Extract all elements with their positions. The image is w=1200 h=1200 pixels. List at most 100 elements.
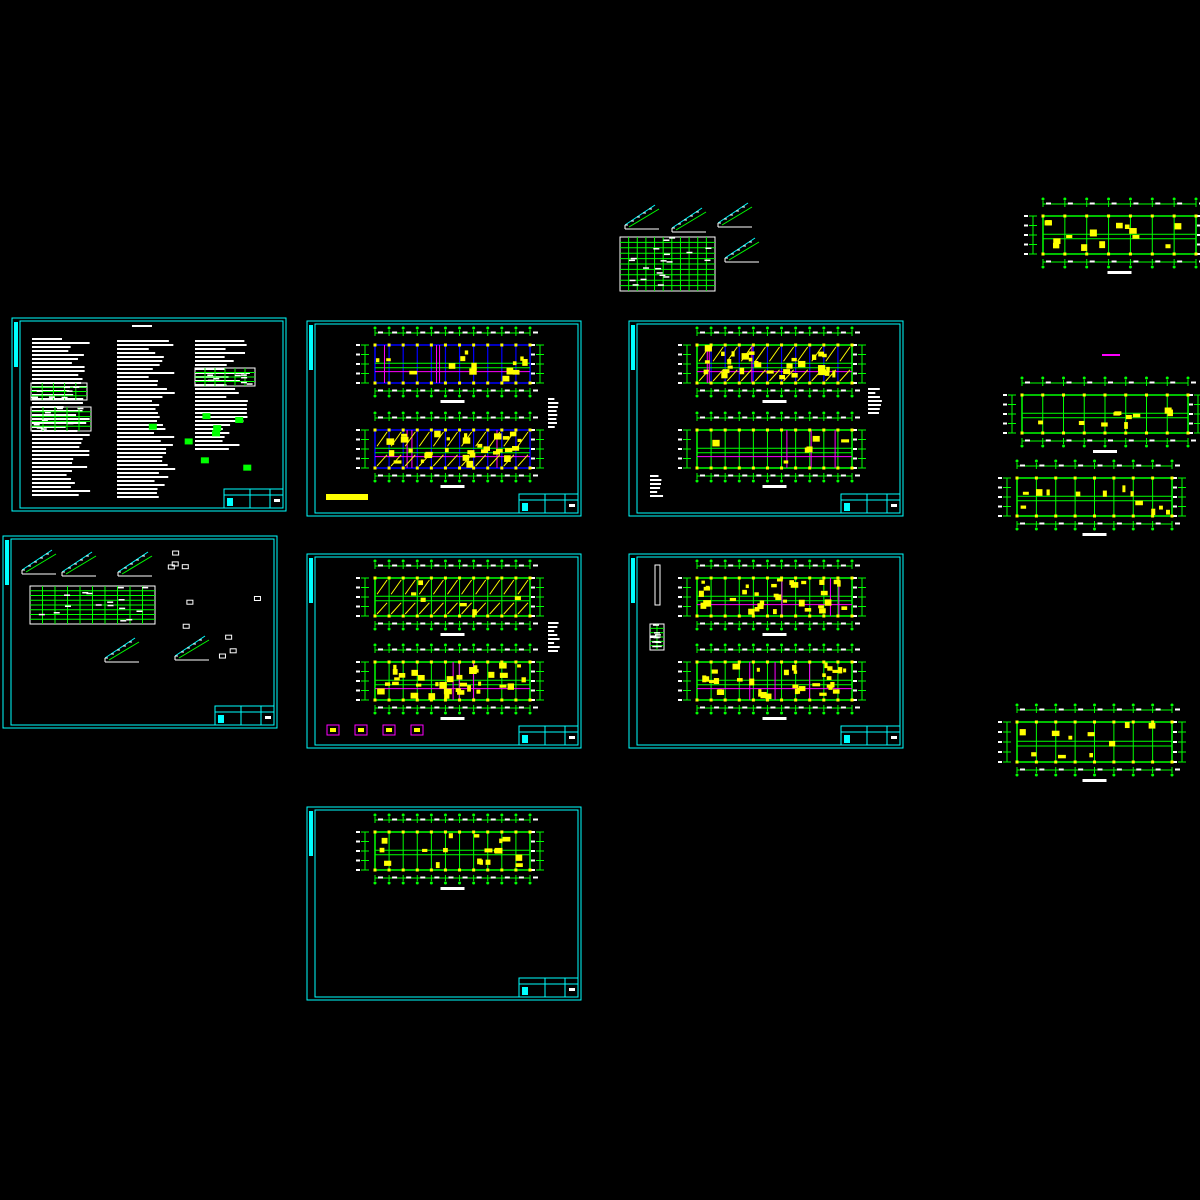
column-marker — [818, 351, 825, 357]
column-node — [737, 614, 741, 618]
table-cell-text — [120, 620, 127, 622]
dimension-text — [1136, 768, 1142, 771]
column-marker — [779, 375, 786, 380]
column-marker — [837, 580, 841, 587]
slab-diagonal — [489, 454, 501, 467]
note-text-line — [32, 378, 83, 380]
table-cell-text — [126, 618, 133, 621]
column-node — [737, 660, 741, 664]
dimension-text — [1067, 202, 1073, 205]
table-cell-text — [53, 612, 60, 614]
axis-bubble — [500, 813, 504, 817]
column-marker — [773, 609, 777, 615]
drawing-sheet-floor-plans-columns[interactable] — [628, 553, 904, 749]
note-text-line — [32, 342, 90, 344]
axis-bubble — [808, 559, 812, 563]
column-node — [1062, 431, 1065, 435]
column-node — [486, 698, 490, 702]
table-cell-text — [705, 247, 712, 250]
axis-bubble — [1172, 265, 1176, 269]
axis-bubble — [808, 394, 812, 398]
column-node — [794, 660, 798, 664]
slab-diagonal — [754, 346, 766, 362]
axis-bubble — [822, 643, 826, 647]
axis-bubble — [780, 643, 784, 647]
column-node — [1112, 760, 1116, 764]
note-text-line — [32, 494, 79, 496]
axis-label — [531, 586, 535, 589]
axis-bubble — [836, 479, 840, 483]
axis-bubble — [765, 479, 769, 483]
axis-bubble — [1112, 773, 1116, 777]
note-text-line — [32, 470, 72, 472]
axis-bubble — [709, 711, 713, 715]
plan-title — [1082, 533, 1107, 536]
column-marker — [1078, 420, 1085, 426]
dimension-text — [434, 389, 440, 392]
column-marker — [1164, 407, 1172, 414]
dimension-text — [798, 622, 804, 625]
axis-bubble — [794, 479, 798, 483]
axis-bubble — [401, 711, 405, 715]
column-node — [472, 381, 476, 385]
column-node — [737, 698, 741, 702]
column-node — [401, 698, 405, 702]
stair-slope — [108, 641, 140, 661]
column-node — [415, 660, 419, 664]
sheet-inner-border — [314, 323, 579, 514]
column-node — [500, 466, 504, 470]
column-node — [415, 614, 419, 618]
column-node — [723, 698, 727, 702]
axis-label — [531, 615, 535, 617]
column-node — [822, 343, 826, 347]
column-marker — [493, 433, 502, 440]
axis-bubble — [458, 411, 462, 415]
slab-diagonal — [825, 346, 837, 362]
dimension-text — [770, 622, 776, 625]
dimension-text — [742, 331, 748, 334]
axis-bubble — [514, 394, 518, 398]
column-node — [387, 614, 391, 618]
axis-label — [531, 577, 535, 579]
column-node — [415, 576, 419, 580]
axis-label — [678, 699, 682, 701]
axis-bubble — [486, 326, 490, 330]
column-node — [765, 660, 769, 664]
drawing-sheet-notes[interactable] — [11, 317, 287, 512]
axis-label — [853, 661, 857, 663]
axis-bubble — [737, 394, 741, 398]
dimension-text — [812, 416, 818, 419]
plan-title — [440, 887, 465, 890]
note-text-line — [117, 388, 167, 390]
dimension-text — [504, 622, 510, 625]
note-text-line — [32, 370, 85, 372]
drawing-sheet-floor-plan-single[interactable] — [306, 806, 582, 1001]
axis-bubble — [429, 881, 433, 885]
slab-diagonal — [517, 579, 529, 595]
sheet-inner-border — [314, 809, 579, 998]
column-node — [1054, 760, 1058, 764]
column-node — [486, 576, 490, 580]
dimension-text — [434, 331, 440, 334]
axis-bubble — [765, 394, 769, 398]
table-cell-text — [36, 390, 43, 392]
drawing-sheet-floor-plans-slab[interactable] — [628, 320, 904, 517]
slab-diagonal — [418, 602, 430, 615]
dimension-text — [798, 389, 804, 392]
column-marker — [822, 353, 827, 358]
dimension-text — [476, 706, 482, 709]
column-node — [443, 343, 447, 347]
dimension-text — [462, 564, 468, 567]
dimension-text — [476, 389, 482, 392]
dimension-text — [490, 564, 496, 567]
drawing-sheet-floor-plans-blue[interactable] — [306, 320, 582, 517]
drawing-sheet-floor-plans-diag[interactable] — [306, 553, 582, 749]
dimension-text — [855, 389, 860, 392]
column-node — [401, 576, 405, 580]
note-text-line — [548, 626, 558, 628]
note-text-line — [195, 396, 227, 398]
column-node — [458, 428, 462, 432]
drawing-sheet-stair-details[interactable] — [2, 535, 278, 729]
dimension-text — [855, 706, 860, 709]
